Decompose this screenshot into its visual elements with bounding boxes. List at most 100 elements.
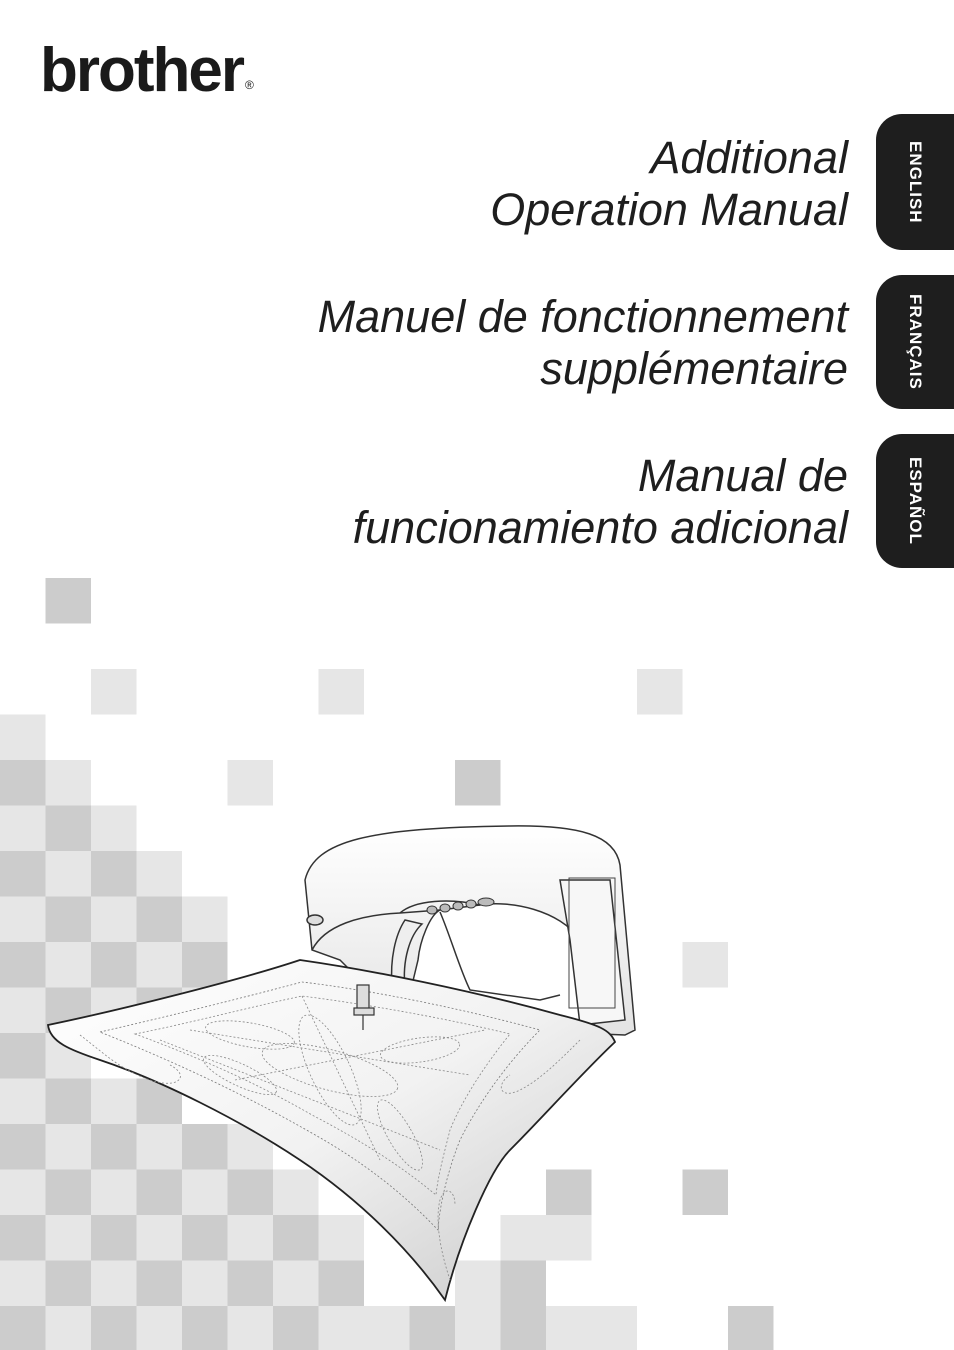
checker-cell [91,942,137,988]
checker-cell [227,1215,273,1261]
checker-cell [45,1306,91,1350]
checker-cell [91,669,137,715]
checker-cell [45,851,91,897]
checker-cell [318,1215,364,1261]
title-english: Additional Operation Manual [208,132,848,236]
checker-cell [546,1306,592,1350]
tab-label: ESPAÑOL [906,457,925,545]
checker-cell [0,1169,46,1215]
checker-cell [637,669,683,715]
checker-cell [136,1169,182,1215]
title-line: funcionamiento adicional [352,502,848,553]
checker-cell [136,1260,182,1306]
checker-cell [500,1215,546,1261]
checker-cell [182,1260,228,1306]
checker-cell [273,1169,319,1215]
checker-cell [227,1260,273,1306]
checker-cell [0,1306,46,1350]
checker-cell [455,760,501,806]
checker-cell [136,942,182,988]
checker-cell [0,805,46,851]
checker-cell [45,578,91,624]
checker-cell [45,1169,91,1215]
checker-cell [136,1124,182,1170]
checker-cell [409,1306,455,1350]
title-french: Manuel de fonctionnement supplémentaire [208,291,848,395]
checker-cell [682,942,728,988]
checker-cell [182,1215,228,1261]
checker-cell [728,1306,774,1350]
checker-cell [91,1260,137,1306]
checker-cell [273,1215,319,1261]
checker-cell [182,896,228,942]
tab-espanol[interactable]: ESPAÑOL [876,434,954,568]
checker-cell [455,1260,501,1306]
checker-cell [273,1306,319,1350]
checker-cell [591,1306,637,1350]
title-line: supplémentaire [540,343,848,394]
checker-cell [318,669,364,715]
checker-cell [91,896,137,942]
checker-cell [0,714,46,760]
checker-cell [182,1169,228,1215]
checker-cell [91,805,137,851]
checker-cell [182,942,228,988]
title-line: Additional [650,132,848,183]
checker-cell [0,851,46,897]
sewing-machine-with-quilt-icon [47,825,636,1303]
checker-cell [45,1124,91,1170]
checker-cell [0,1260,46,1306]
checker-cell [500,1260,546,1306]
checker-cell [182,1124,228,1170]
checker-cell [318,1260,364,1306]
checker-cell [45,942,91,988]
checker-cell [227,1306,273,1350]
checker-cell [0,1215,46,1261]
checker-cell [91,1306,137,1350]
checker-cell [227,760,273,806]
brother-logo: brother® [40,40,254,102]
checker-cell [45,805,91,851]
checker-cell [136,851,182,897]
checker-cell [227,1169,273,1215]
tab-label: FRANÇAIS [906,294,925,390]
checker-cell [45,1078,91,1124]
title-line: Operation Manual [490,184,848,235]
checker-cell [546,1215,592,1261]
tab-label: ENGLISH [906,140,925,224]
tab-english[interactable]: ENGLISH [876,114,954,250]
checker-cell [45,1260,91,1306]
manual-titles: Additional Operation Manual Manuel de fo… [208,132,848,609]
checker-cell [0,896,46,942]
checker-cell [500,1306,546,1350]
checker-cell [682,1169,728,1215]
title-line: Manual de [637,450,848,501]
registered-mark: ® [245,78,254,92]
title-line: Manuel de fonctionnement [317,291,848,342]
checker-cell [0,942,46,988]
checker-cell [45,760,91,806]
checker-cell [45,896,91,942]
checker-cell [273,1260,319,1306]
checker-cell [91,1124,137,1170]
checker-cell [455,1306,501,1350]
quilt [47,959,617,1303]
checker-cell [136,1215,182,1261]
checker-cell [91,851,137,897]
checker-cell [91,1215,137,1261]
checker-cell [364,1306,410,1350]
checker-cell [0,1033,46,1079]
tab-francais[interactable]: FRANÇAIS [876,275,954,409]
checker-cell [318,1306,364,1350]
checker-cell [0,760,46,806]
checker-cell [45,1215,91,1261]
logo-text: brother [40,36,245,105]
checker-cell [91,1169,137,1215]
checker-cell [546,1169,592,1215]
checker-cell [0,1124,46,1170]
checker-cell [136,896,182,942]
title-spanish: Manual de funcionamiento adicional [208,450,848,554]
presser-foot [353,984,375,1030]
checker-cell [91,1078,137,1124]
